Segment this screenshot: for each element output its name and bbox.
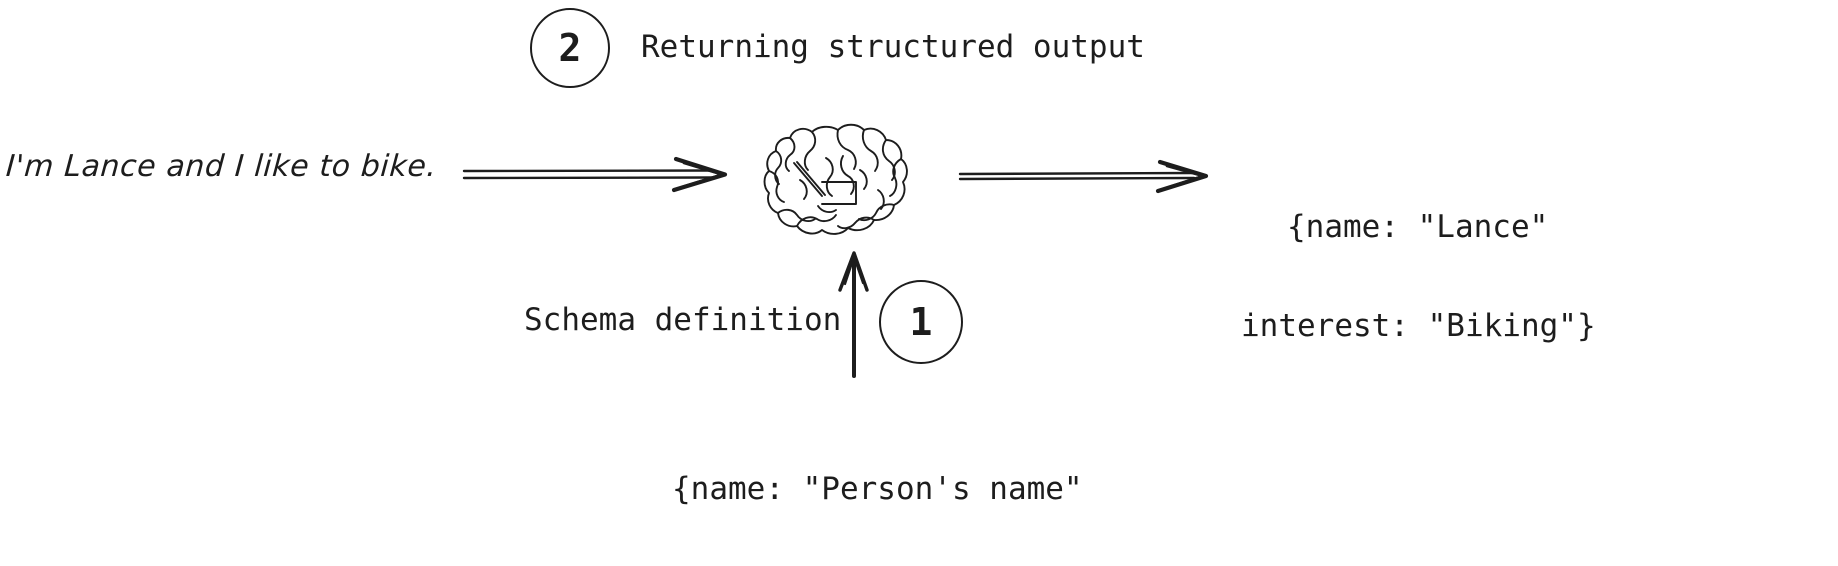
step-1-badge: 1 bbox=[879, 280, 963, 364]
input-utterance-text: I'm Lance and I like to bike. bbox=[4, 149, 438, 184]
arrow-schema-to-brain-icon bbox=[838, 251, 869, 378]
output-line-2: interest: "Biking"} bbox=[1241, 308, 1596, 344]
schema-definition-label: Schema definition bbox=[524, 302, 842, 338]
structured-output-text: {name: "Lance" interest: "Biking"} bbox=[1241, 145, 1596, 409]
step-2-label: Returning structured output bbox=[641, 29, 1145, 65]
step-1-number: 1 bbox=[909, 300, 933, 344]
schema-line-1: {name: "Person's name" bbox=[672, 471, 1083, 507]
arrow-input-to-brain-icon bbox=[462, 156, 728, 193]
schema-definition-text: {name: "Person's name" interest: "Person… bbox=[604, 407, 1164, 566]
step-2-number: 2 bbox=[558, 26, 582, 70]
brain-illustration-icon bbox=[763, 123, 908, 235]
arrow-brain-to-output-icon bbox=[958, 159, 1209, 194]
output-line-1: {name: "Lance" bbox=[1287, 209, 1549, 245]
step-2-badge: 2 bbox=[530, 8, 610, 88]
